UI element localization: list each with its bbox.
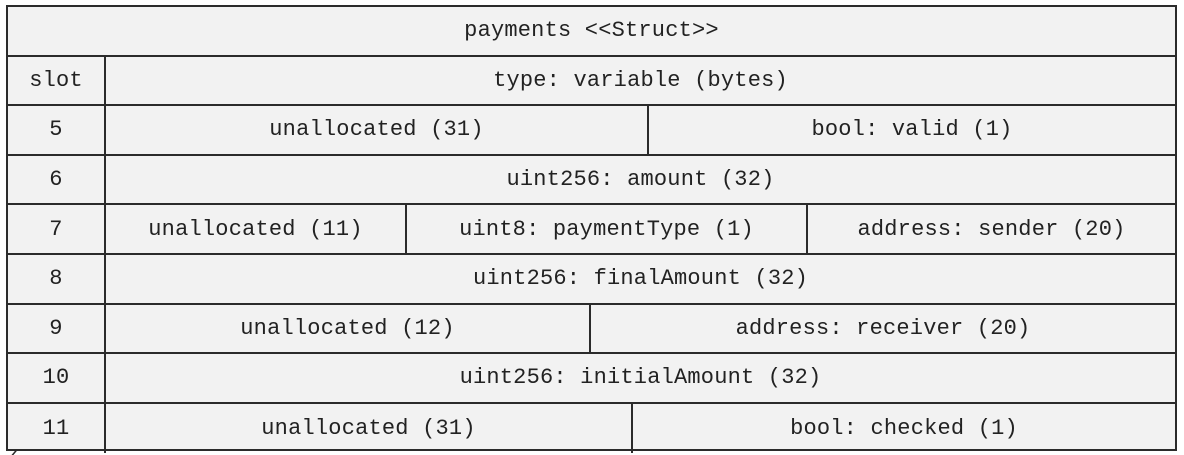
slot-fields: uint256: initialAmount (32): [106, 354, 1175, 402]
field-final-amount: uint256: finalAmount (32): [472, 266, 809, 292]
struct-title: payments <<Struct>>: [464, 18, 719, 44]
slot-fields: unallocated (11) uint8: paymentType (1) …: [106, 205, 1175, 253]
slot-number: 7: [8, 205, 106, 253]
field-unallocated: unallocated (31): [106, 106, 649, 154]
field-unallocated: unallocated (31): [106, 403, 633, 454]
struct-storage-diagram: payments <<Struct>> slot type: variable …: [6, 5, 1177, 454]
slot-number: 6: [8, 155, 106, 204]
slot-number: 11: [8, 403, 106, 454]
slot-row-7: 7 unallocated (11) uint8: paymentType (1…: [8, 205, 1175, 255]
slot-header: slot: [8, 56, 106, 105]
field-sender: address: sender (20): [857, 216, 1126, 242]
field-valid: bool: valid (1): [811, 117, 1013, 143]
field-initial-amount: uint256: initialAmount (32): [459, 365, 822, 391]
field-receiver: address: receiver (20): [735, 315, 1031, 341]
slot-number: 8: [8, 254, 106, 303]
slot-number: 10: [8, 354, 106, 402]
slot-row-5: 5 unallocated (31) bool: valid (1): [8, 106, 1175, 156]
slot-row-10: 10 uint256: initialAmount (32): [8, 354, 1175, 404]
field-amount: uint256: amount (32): [506, 167, 775, 193]
slot-row-8: 8 uint256: finalAmount (32): [8, 254, 1175, 305]
field-payment-type: uint8: paymentType (1): [407, 205, 808, 253]
slot-row-6: 6 uint256: amount (32): [8, 155, 1175, 206]
slot-number: 5: [8, 106, 106, 154]
slot-row-9: 9 unallocated (12) address: receiver (20…: [8, 304, 1175, 355]
slot-fields: unallocated (31) bool: valid (1): [106, 106, 1175, 154]
slot-row-11: 11 unallocated (31) bool: checked (1): [8, 403, 1175, 454]
title-row: payments <<Struct>>: [8, 7, 1175, 57]
field-unallocated: unallocated (11): [106, 205, 407, 253]
slot-fields: uint256: finalAmount (32): [106, 255, 1175, 303]
slot-number: 9: [8, 304, 106, 353]
type-header-container: type: variable (bytes): [106, 57, 1175, 105]
slot-fields: uint256: amount (32): [106, 156, 1175, 204]
slot-fields: unallocated (12) address: receiver (20): [106, 304, 1175, 353]
type-header: type: variable (bytes): [493, 67, 788, 93]
field-unallocated: unallocated (12): [106, 304, 591, 353]
slot-fields: unallocated (31) bool: checked (1): [106, 403, 1175, 454]
field-checked: bool: checked (1): [790, 416, 1018, 442]
header-row: slot type: variable (bytes): [8, 56, 1175, 107]
